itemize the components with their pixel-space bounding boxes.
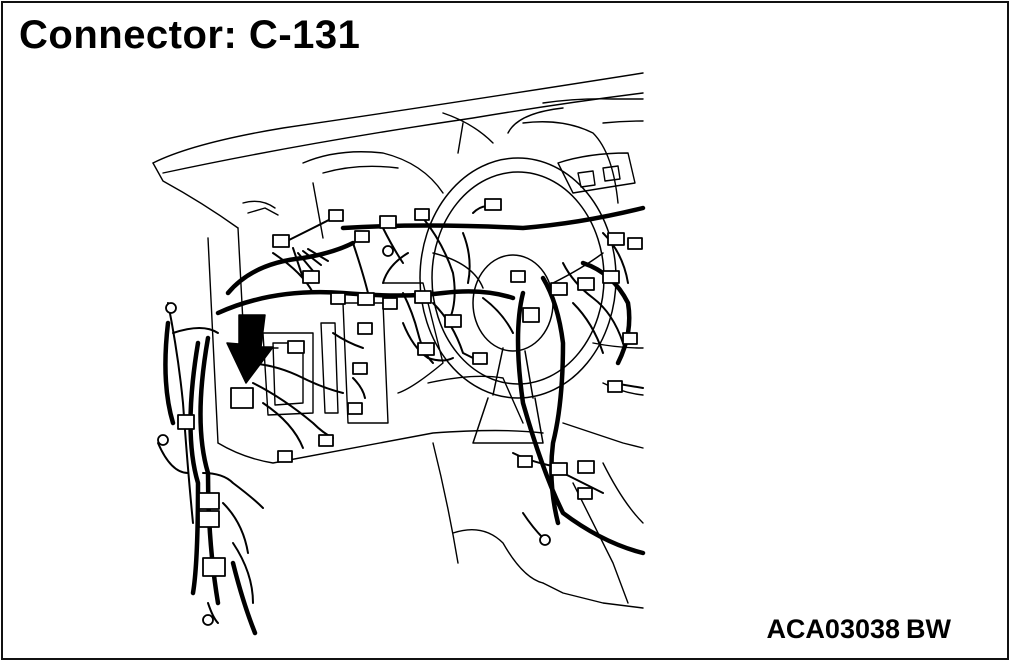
down-arrow-icon [226, 314, 274, 384]
figure-title: Connector: C-131 [19, 13, 361, 57]
wiring-harness-illustration [152, 72, 646, 636]
steering-wheel [419, 157, 617, 444]
figure-code-suffix: BW [906, 614, 951, 644]
main-harness [163, 205, 646, 636]
branch-wires [157, 205, 644, 624]
figure-code-main: ACA03038 [766, 614, 901, 644]
ground-terminals [157, 245, 551, 626]
harness-connectors [177, 198, 643, 577]
dashboard-outline [152, 72, 644, 609]
